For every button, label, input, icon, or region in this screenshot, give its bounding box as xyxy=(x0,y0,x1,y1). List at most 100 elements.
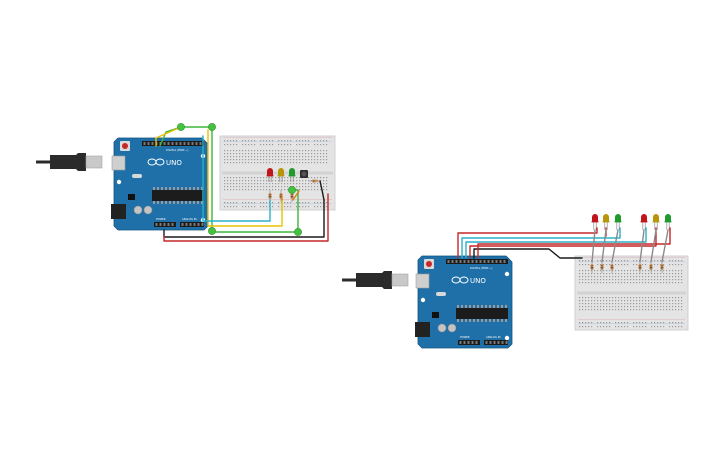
breadboard-hole[interactable] xyxy=(669,282,671,284)
breadboard-hole[interactable] xyxy=(296,150,298,152)
breadboard-hole[interactable] xyxy=(311,180,313,182)
breadboard-hole[interactable] xyxy=(287,153,289,155)
led[interactable] xyxy=(640,214,648,230)
wire-black[interactable] xyxy=(319,180,325,201)
breadboard-hole[interactable] xyxy=(633,276,635,278)
breadboard-hole[interactable] xyxy=(296,177,298,179)
breadboard-hole[interactable] xyxy=(296,140,298,142)
breadboard-hole[interactable] xyxy=(302,206,304,208)
breadboard-hole[interactable] xyxy=(230,202,232,204)
header-pin[interactable] xyxy=(505,341,508,344)
breadboard-hole[interactable] xyxy=(278,180,280,182)
breadboard-hole[interactable] xyxy=(314,202,316,204)
breadboard-hole[interactable] xyxy=(248,153,250,155)
breadboard-hole[interactable] xyxy=(612,297,614,299)
breadboard-hole[interactable] xyxy=(245,180,247,182)
breadboard-hole[interactable] xyxy=(636,322,638,324)
breadboard-hole[interactable] xyxy=(275,180,277,182)
breadboard-hole[interactable] xyxy=(654,264,656,266)
breadboard-hole[interactable] xyxy=(323,189,325,191)
breadboard-hole[interactable] xyxy=(317,140,319,142)
breadboard-hole[interactable] xyxy=(663,276,665,278)
breadboard-hole[interactable] xyxy=(600,282,602,284)
breadboard-hole[interactable] xyxy=(681,264,683,266)
breadboard-hole[interactable] xyxy=(287,156,289,158)
breadboard-hole[interactable] xyxy=(624,279,626,281)
breadboard-hole[interactable] xyxy=(669,264,671,266)
breadboard-hole[interactable] xyxy=(663,260,665,262)
breadboard-hole[interactable] xyxy=(278,206,280,208)
breadboard-hole[interactable] xyxy=(260,206,262,208)
breadboard-hole[interactable] xyxy=(245,144,247,146)
breadboard-hole[interactable] xyxy=(609,306,611,308)
breadboard-hole[interactable] xyxy=(657,326,659,328)
breadboard-hole[interactable] xyxy=(609,297,611,299)
breadboard-hole[interactable] xyxy=(624,264,626,266)
breadboard-hole[interactable] xyxy=(582,326,584,328)
breadboard-hole[interactable] xyxy=(609,303,611,305)
breadboard-hole[interactable] xyxy=(609,260,611,262)
breadboard-hole[interactable] xyxy=(585,276,587,278)
header-pin[interactable] xyxy=(171,142,174,145)
breadboard-hole[interactable] xyxy=(308,140,310,142)
breadboard-hole[interactable] xyxy=(326,150,328,152)
breadboard-hole[interactable] xyxy=(230,162,232,164)
breadboard-hole[interactable] xyxy=(603,322,605,324)
breadboard-hole[interactable] xyxy=(236,189,238,191)
breadboard-hole[interactable] xyxy=(278,177,280,179)
led[interactable] xyxy=(652,214,660,230)
breadboard-hole[interactable] xyxy=(320,202,322,204)
breadboard-hole[interactable] xyxy=(248,140,250,142)
breadboard-hole[interactable] xyxy=(675,300,677,302)
breadboard-hole[interactable] xyxy=(248,159,250,161)
breadboard-hole[interactable] xyxy=(648,306,650,308)
breadboard-hole[interactable] xyxy=(660,309,662,311)
breadboard-hole[interactable] xyxy=(242,206,244,208)
breadboard-hole[interactable] xyxy=(260,159,262,161)
breadboard-hole[interactable] xyxy=(582,276,584,278)
header-pin[interactable] xyxy=(479,260,482,263)
breadboard-hole[interactable] xyxy=(585,282,587,284)
breadboard-hole[interactable] xyxy=(624,270,626,272)
breadboard-hole[interactable] xyxy=(308,153,310,155)
breadboard-hole[interactable] xyxy=(236,206,238,208)
breadboard-hole[interactable] xyxy=(660,326,662,328)
reset-button[interactable] xyxy=(426,261,432,267)
breadboard-hole[interactable] xyxy=(257,159,259,161)
breadboard-hole[interactable] xyxy=(639,270,641,272)
breadboard-hole[interactable] xyxy=(269,186,271,188)
breadboard-hole[interactable] xyxy=(284,162,286,164)
breadboard-hole[interactable] xyxy=(603,300,605,302)
breadboard-hole[interactable] xyxy=(296,186,298,188)
wire-junction[interactable] xyxy=(208,227,216,235)
breadboard-hole[interactable] xyxy=(594,300,596,302)
breadboard-hole[interactable] xyxy=(642,326,644,328)
breadboard-hole[interactable] xyxy=(642,309,644,311)
breadboard-hole[interactable] xyxy=(260,202,262,204)
breadboard-hole[interactable] xyxy=(242,159,244,161)
breadboard-hole[interactable] xyxy=(642,300,644,302)
header-pin[interactable] xyxy=(193,223,196,226)
breadboard-hole[interactable] xyxy=(645,270,647,272)
breadboard-hole[interactable] xyxy=(624,303,626,305)
breadboard-hole[interactable] xyxy=(594,270,596,272)
breadboard-hole[interactable] xyxy=(317,159,319,161)
breadboard-hole[interactable] xyxy=(242,153,244,155)
breadboard-hole[interactable] xyxy=(305,180,307,182)
breadboard-hole[interactable] xyxy=(597,306,599,308)
header-pin[interactable] xyxy=(495,260,498,263)
breadboard-hole[interactable] xyxy=(326,183,328,185)
breadboard-hole[interactable] xyxy=(591,270,593,272)
push-button[interactable] xyxy=(300,170,308,178)
breadboard-hole[interactable] xyxy=(660,306,662,308)
breadboard-hole[interactable] xyxy=(657,282,659,284)
breadboard-hole[interactable] xyxy=(227,189,229,191)
breadboard-hole[interactable] xyxy=(597,309,599,311)
breadboard-hole[interactable] xyxy=(281,153,283,155)
breadboard-hole[interactable] xyxy=(660,270,662,272)
breadboard-hole[interactable] xyxy=(597,279,599,281)
breadboard-hole[interactable] xyxy=(645,322,647,324)
breadboard-hole[interactable] xyxy=(594,282,596,284)
breadboard-hole[interactable] xyxy=(606,279,608,281)
breadboard-hole[interactable] xyxy=(624,297,626,299)
